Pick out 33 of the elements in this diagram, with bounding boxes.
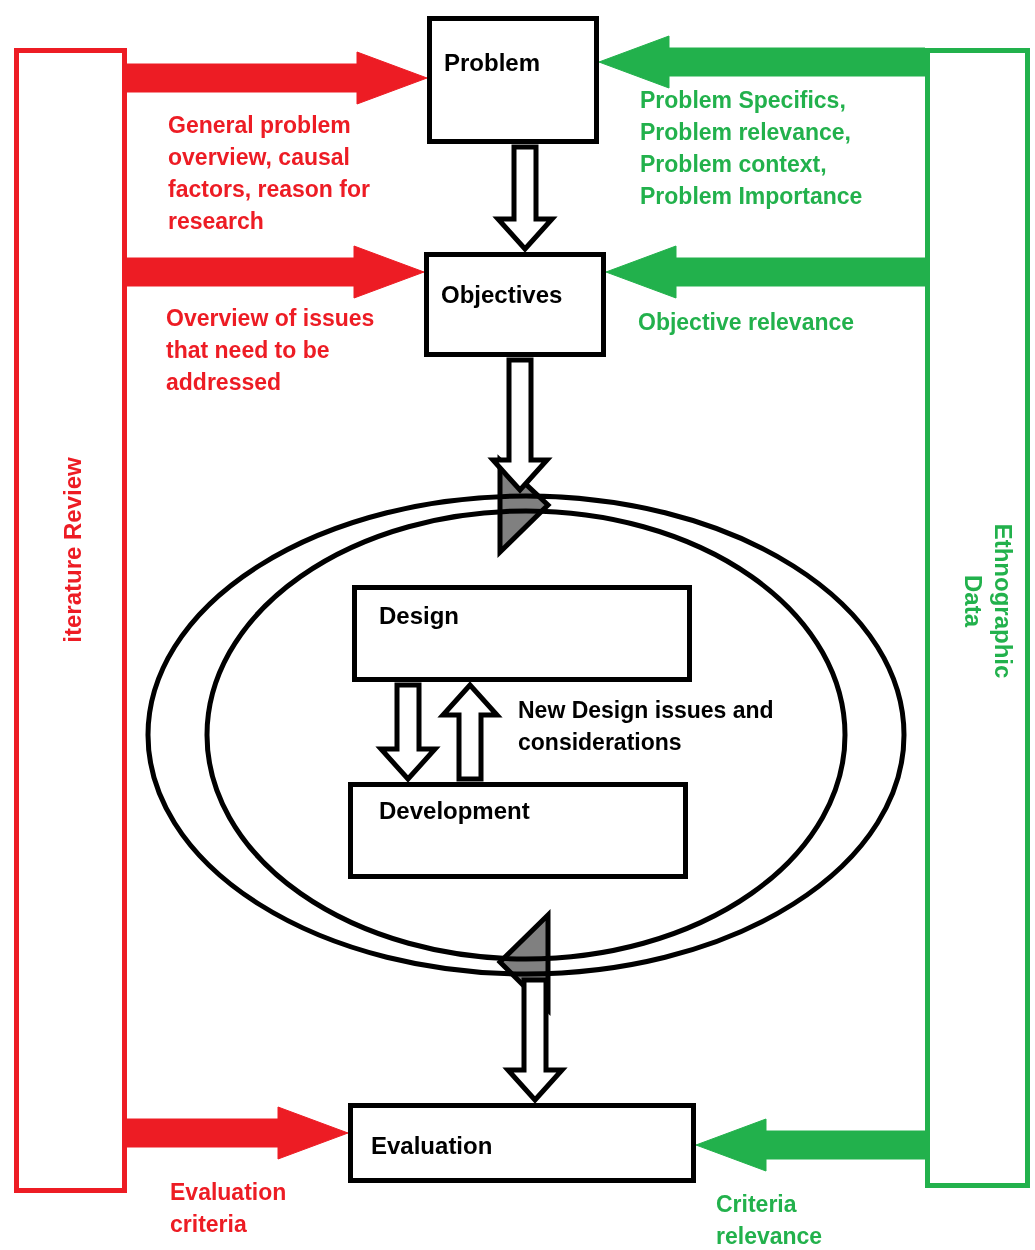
arrow	[598, 35, 926, 89]
side-panel	[14, 48, 127, 1193]
arrow	[695, 1118, 926, 1172]
edge-label: Criteria relevance	[716, 1190, 824, 1250]
box-label: Evaluation	[371, 1132, 493, 1160]
arrow	[437, 681, 503, 782]
process-box	[427, 16, 599, 144]
arrow	[492, 144, 558, 253]
panel-title: Ethnographic Data	[959, 522, 1018, 681]
arrow	[126, 1106, 349, 1160]
edge-label: Overview of issues that need to be addressed	[166, 304, 376, 397]
process-box	[348, 1103, 696, 1183]
edge-label: New Design issues and considerations	[518, 696, 775, 757]
arrow	[126, 51, 428, 105]
box-label: Development	[379, 797, 530, 825]
process-box	[348, 782, 688, 879]
arrow	[605, 245, 926, 299]
edge-label: Problem Specifics, Problem relevance, Problem context, Problem Importance	[640, 86, 864, 211]
box-label: Design	[379, 602, 459, 630]
arrow	[502, 977, 568, 1104]
side-panel	[925, 48, 1030, 1188]
panel-title: iterature Review	[58, 456, 87, 645]
edge-label: General problem overview, causal factors, reason for research	[168, 111, 371, 236]
edge-label: Evaluation criteria	[170, 1178, 288, 1239]
cycle-ellipse	[145, 493, 907, 977]
box-label: Problem	[444, 49, 541, 77]
arrow	[126, 245, 425, 299]
process-box	[424, 252, 606, 357]
edge-label: Objective relevance	[638, 308, 856, 337]
arrow	[487, 357, 553, 494]
arrow	[375, 682, 441, 783]
box-label: Objectives	[441, 281, 563, 309]
process-box	[352, 585, 692, 682]
